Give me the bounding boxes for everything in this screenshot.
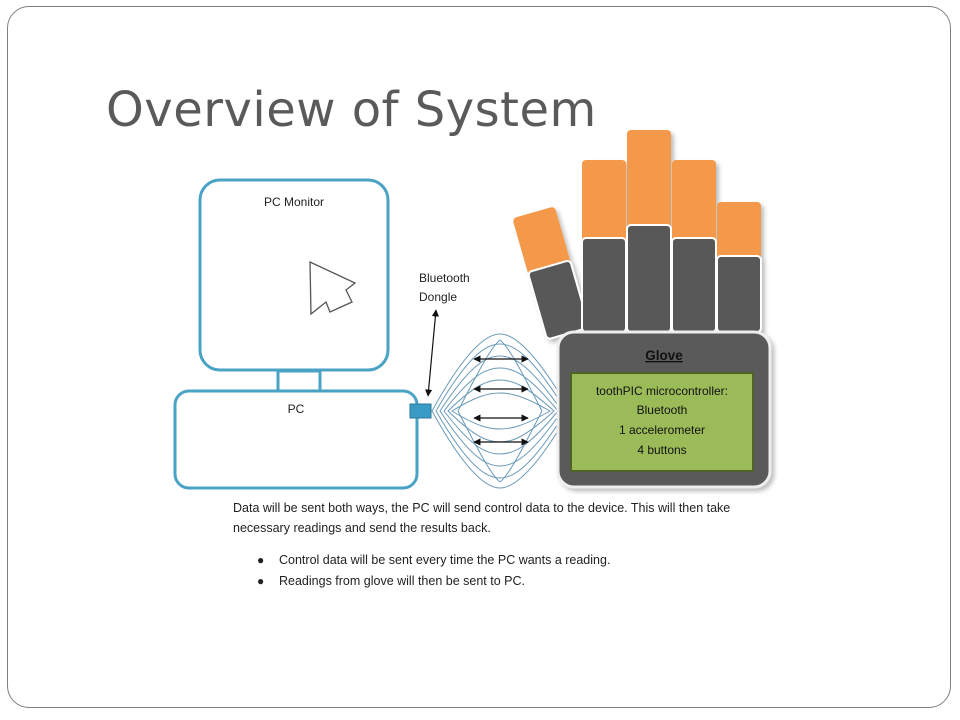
bullet-dot-icon: ● [257,553,265,567]
bullet-text: Control data will be sent every time the… [279,553,611,567]
pc-unit [173,389,419,490]
bullet-dot-icon: ● [257,574,265,588]
diagram-caption: Data will be sent both ways, the PC will… [233,501,731,535]
pc-monitor-label: PC Monitor [264,195,324,209]
glove-panel-line-2: Bluetooth [637,403,688,417]
bullet-text: Readings from glove will then be sent to… [279,574,525,588]
bullet-list: ● Control data will be sent every time t… [257,551,610,593]
slide-title: Overview of System [106,82,597,138]
pc-label: PC [288,402,305,416]
wireless-signal-icon [431,333,571,489]
glove-panel-line-1: toothPIC microcontroller: [596,384,728,398]
bullet-item: ● Control data will be sent every time t… [257,551,610,572]
glove-label: Glove [645,348,683,363]
glove-fingers [513,130,762,340]
bluetooth-label-line2: Dongle [419,290,457,304]
mouse-cursor-icon [309,260,357,316]
glove-controller-panel [570,372,754,472]
glove-panel-line-4: 4 buttons [637,443,686,457]
monitor-stand [276,369,322,393]
dongle-pointer-arrow [425,309,439,397]
bullet-item: ● Readings from glove will then be sent … [257,572,610,593]
glove-panel-line-3: 1 accelerometer [619,423,705,437]
bluetooth-dongle [409,403,432,419]
bluetooth-label-line1: Bluetooth [419,271,470,285]
data-transfer-arrows [473,355,529,446]
